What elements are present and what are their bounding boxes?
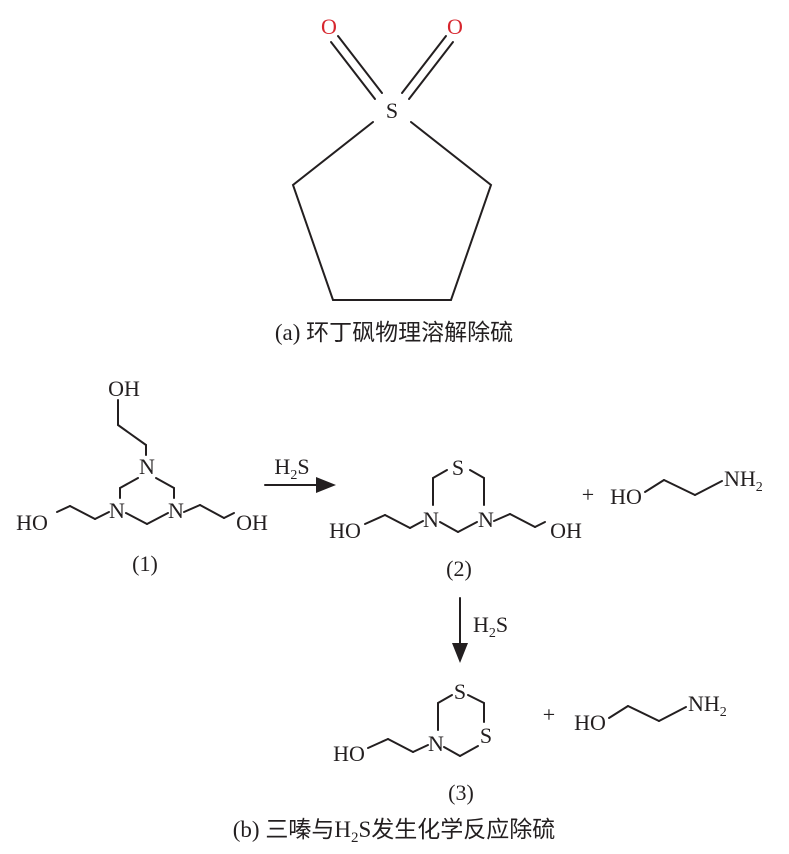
mol3-s-top: S xyxy=(454,679,466,704)
mol3-s-right: S xyxy=(480,723,492,748)
oxygen-atom-right: O xyxy=(447,14,463,39)
byproduct-ethanolamine-2: + HO NH2 xyxy=(543,691,727,735)
arrow2-reagent: H2S xyxy=(473,612,508,641)
mol2-oh-right: OH xyxy=(550,518,582,543)
caption-a: (a) 环丁砜物理溶解除硫 xyxy=(275,320,513,345)
mol1-n-left: N xyxy=(109,498,125,523)
sulfur-atom: S xyxy=(386,98,398,123)
byproduct1-ho: HO xyxy=(610,484,642,509)
mol1-n-top: N xyxy=(139,454,155,479)
plus-sign-1: + xyxy=(582,482,594,507)
mol2-ho-left: HO xyxy=(329,518,361,543)
molecule-2: S N N HO OH (2) xyxy=(329,455,582,581)
oxygen-atom-left: O xyxy=(321,14,337,39)
mol1-ho-left: HO xyxy=(16,510,48,535)
arrow1-reagent: H2S xyxy=(274,454,309,483)
mol1-label: (1) xyxy=(132,551,158,576)
molecule-3: S S N HO (3) xyxy=(333,679,492,805)
mol3-ho-left: HO xyxy=(333,741,365,766)
reaction-arrow-1: H2S xyxy=(264,454,336,493)
byproduct2-ho: HO xyxy=(574,710,606,735)
byproduct-ethanolamine-1: + HO NH2 xyxy=(582,466,763,509)
mol2-label: (2) xyxy=(446,556,472,581)
mol2-s-top: S xyxy=(452,455,464,480)
byproduct1-nh2: NH2 xyxy=(724,466,763,495)
mol1-oh-right: OH xyxy=(236,510,268,535)
sulfolane-structure: O O S xyxy=(291,14,493,301)
plus-sign-2: + xyxy=(543,702,555,727)
mol3-label: (3) xyxy=(448,780,474,805)
mol3-n-left: N xyxy=(428,731,444,756)
reaction-arrow-2: H2S xyxy=(452,597,508,663)
mol1-oh-top: OH xyxy=(108,376,140,401)
byproduct2-nh2: NH2 xyxy=(688,691,727,720)
mol1-n-right: N xyxy=(168,498,184,523)
caption-b: (b) 三嗪与H2S发生化学反应除硫 xyxy=(233,817,555,846)
molecule-1: OH N N N HO OH (1) xyxy=(16,376,268,576)
mol2-n-right: N xyxy=(478,507,494,532)
mol2-n-left: N xyxy=(423,507,439,532)
